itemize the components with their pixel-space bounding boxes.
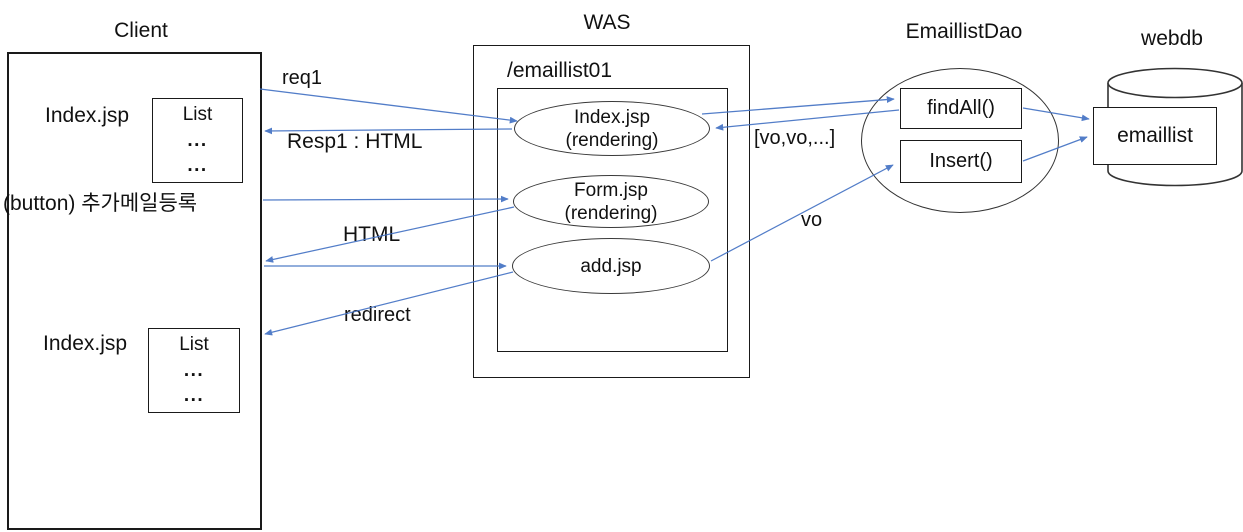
arrow-button-to-form [262, 195, 509, 203]
client-list-box-top: List ... ... [152, 98, 243, 183]
node-label: Form.jsp [574, 179, 648, 201]
findall-method-box: findAll() [900, 88, 1022, 129]
list-title: List [179, 334, 209, 355]
node-sublabel: (rendering) [565, 129, 659, 151]
list-dots: ... [187, 155, 208, 176]
dao-title: EmaillistDao [905, 20, 1023, 43]
client-add-button-label: (button) 추가메일등록 [3, 192, 198, 215]
vo-label: vo [801, 209, 823, 231]
redirect-label: redirect [344, 304, 411, 326]
list-dots: ... [187, 130, 208, 151]
insert-method-box: Insert() [900, 140, 1022, 183]
client-box [7, 52, 262, 530]
client-title: Client [114, 19, 168, 42]
form-jsp-node: Form.jsp (rendering) [513, 175, 709, 228]
findall-label: findAll() [927, 97, 995, 119]
was-title: WAS [583, 11, 631, 34]
node-label: add.jsp [580, 255, 642, 277]
emaillist-table-label: emaillist [1117, 124, 1193, 147]
was-context-path: /emaillist01 [507, 59, 613, 82]
node-sublabel: (rendering) [564, 202, 658, 224]
insert-label: Insert() [929, 150, 993, 172]
node-label: Index.jsp [573, 106, 651, 128]
req1-label: req1 [282, 67, 323, 89]
list-title: List [182, 104, 213, 125]
webdb-title: webdb [1141, 27, 1203, 50]
client-list-box-bottom: List ... ... [148, 328, 240, 413]
vo-list-label: [vo,vo,...] [754, 127, 836, 149]
resp1-label: Resp1 : HTML [287, 130, 423, 153]
emaillist-table-box: emaillist [1093, 107, 1217, 165]
client-index-top-label: Index.jsp [45, 104, 130, 127]
client-index-bottom-label: Index.jsp [43, 332, 128, 355]
index-jsp-node: Index.jsp (rendering) [514, 101, 710, 156]
list-dots: ... [183, 360, 205, 381]
add-jsp-node: add.jsp [512, 238, 710, 294]
html-label: HTML [343, 223, 401, 246]
list-dots: ... [183, 385, 205, 406]
